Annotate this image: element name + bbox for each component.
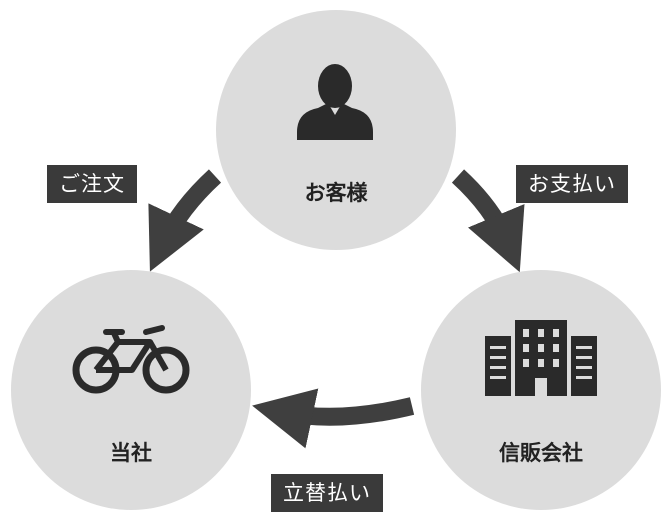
arrow-order xyxy=(148,169,222,272)
building-icon xyxy=(485,320,597,396)
arrow-advance xyxy=(252,388,415,449)
node-company: 当社 xyxy=(11,270,251,510)
company-label: 当社 xyxy=(110,441,152,465)
bicycle-icon xyxy=(72,325,190,394)
person-icon xyxy=(297,64,373,140)
flow-label-advance: 立替払い xyxy=(271,474,383,512)
node-customer: お客様 xyxy=(216,10,456,250)
credit-label: 信販会社 xyxy=(499,441,583,465)
flow-label-payment: お支払い xyxy=(516,165,628,203)
node-credit: 信販会社 xyxy=(421,270,661,510)
flow-label-order: ご注文 xyxy=(47,165,137,203)
customer-label: お客様 xyxy=(305,181,369,205)
arrow-payment xyxy=(451,169,525,273)
